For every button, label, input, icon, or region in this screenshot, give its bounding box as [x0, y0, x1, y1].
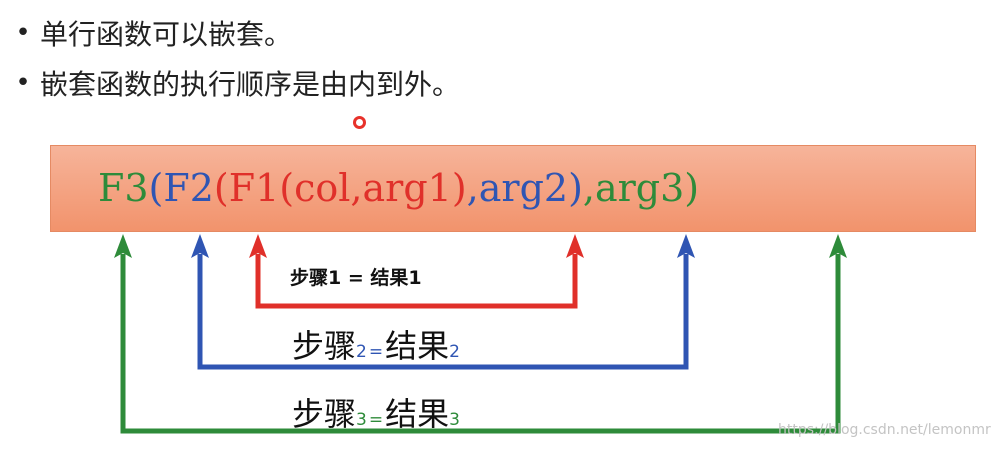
- step3-equals: =: [368, 410, 384, 430]
- bullet-dot: •: [15, 18, 31, 48]
- f3-args: ,arg3): [582, 166, 700, 210]
- step2-label: 步骤2=结果2: [292, 321, 460, 367]
- f1-token: F1: [228, 166, 280, 210]
- result2-word: 结果: [385, 327, 450, 365]
- f3-token: F3: [98, 166, 149, 210]
- step1-label: 步骤1 = 结果1: [290, 267, 422, 289]
- step2-word: 步骤: [292, 327, 357, 365]
- blue-arrow: [197, 254, 689, 370]
- bullet-item: • 单行函数可以嵌套。: [10, 8, 460, 58]
- green-arrowhead-left: [114, 234, 132, 258]
- red-arrow: [255, 254, 578, 309]
- bullet-item: • 嵌套函数的执行顺序是由内到外。: [10, 58, 460, 108]
- watermark: https://blog.csdn.net/lemonmr: [778, 422, 991, 438]
- pointer-dot: [353, 116, 366, 129]
- nested-formula: F3(F2(F1(col,arg1),arg2),arg3): [98, 163, 699, 213]
- f3-open-paren: (: [148, 166, 164, 210]
- step2-equals: =: [368, 342, 384, 362]
- f2-args: ,arg2): [466, 166, 583, 210]
- bullet-text: 单行函数可以嵌套。: [40, 18, 293, 51]
- result3-word: 结果: [385, 395, 450, 433]
- f2-open-paren: (: [213, 166, 229, 210]
- bullet-dot: •: [15, 68, 31, 98]
- bullet-text: 嵌套函数的执行顺序是由内到外。: [40, 68, 461, 101]
- step3-subscript: 3: [356, 410, 367, 430]
- arrowheads: [114, 234, 847, 258]
- blue-arrowhead-left: [191, 234, 209, 258]
- step2-subscript: 2: [356, 342, 367, 362]
- red-arrowhead-left: [249, 234, 267, 258]
- result2-subscript: 2: [449, 342, 460, 362]
- formula-box: [50, 145, 976, 232]
- green-arrow: [120, 254, 841, 434]
- step3-label: 步骤3=结果3: [292, 389, 460, 435]
- f1-args: (col,arg1): [279, 166, 467, 210]
- bullet-list: • 单行函数可以嵌套。 • 嵌套函数的执行顺序是由内到外。: [10, 8, 460, 108]
- result3-subscript: 3: [449, 410, 460, 430]
- red-arrowhead-right: [566, 234, 584, 258]
- blue-arrowhead-right: [677, 234, 695, 258]
- step3-word: 步骤: [292, 395, 357, 433]
- green-arrowhead-right: [829, 234, 847, 258]
- f2-token: F2: [163, 166, 214, 210]
